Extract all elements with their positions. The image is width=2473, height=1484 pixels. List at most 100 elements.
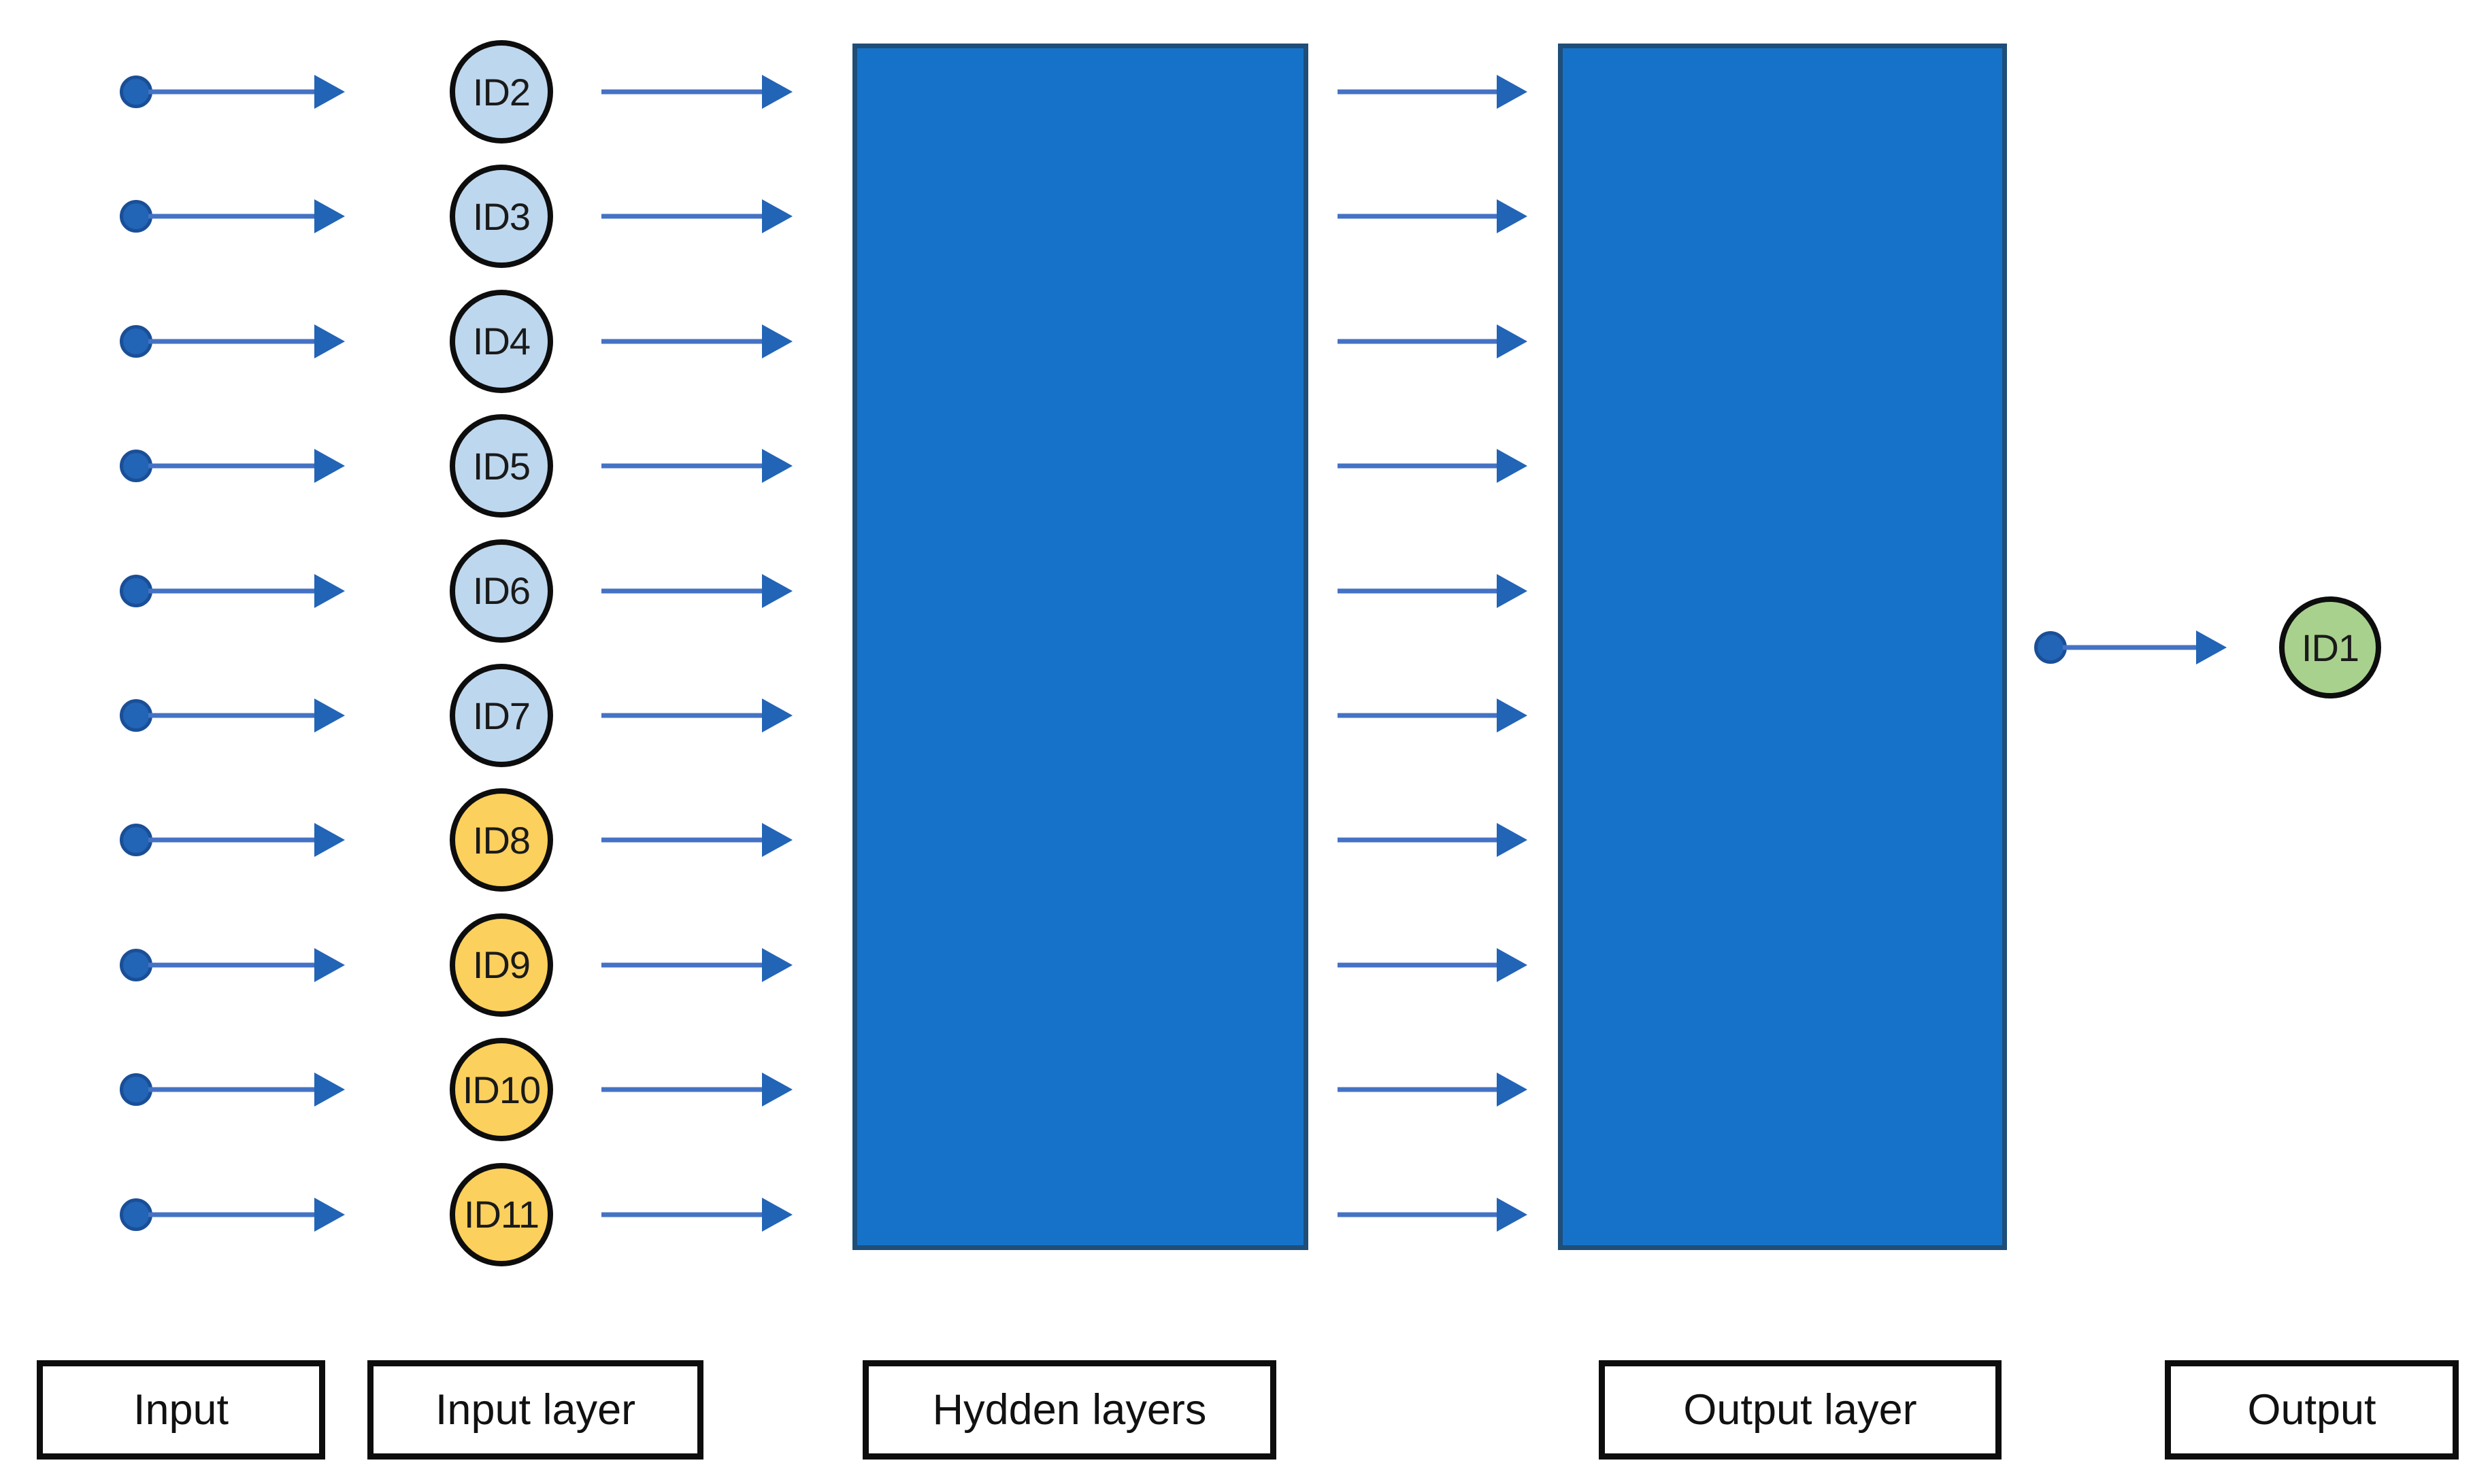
arrow-line-input [148, 214, 316, 219]
input-dot-icon [120, 324, 152, 358]
output-dot-icon [2034, 631, 2067, 664]
arrow-head-icon [1497, 199, 1527, 234]
arrow-head-icon [762, 1073, 793, 1107]
node-label: ID1 [2301, 626, 2359, 669]
arrow-head-icon [1497, 947, 1527, 982]
arrow-head-icon [314, 823, 345, 858]
node-label: ID4 [472, 320, 531, 363]
input-dot-icon [120, 948, 152, 981]
input-dot-icon [120, 824, 152, 857]
arrow-line-to-hidden [601, 962, 763, 968]
input-dot-icon [120, 200, 152, 233]
arrow-head-icon [314, 947, 345, 982]
input-dot-icon [120, 450, 152, 483]
arrow-head-icon [762, 947, 793, 982]
arrow-line-input [148, 837, 316, 843]
arrow-line-to-hidden [601, 713, 763, 718]
label-box-hidden-layers: Hydden layers [863, 1360, 1276, 1460]
node-label: ID7 [472, 694, 531, 737]
arrow-line-to-hidden [601, 837, 763, 843]
arrow-line-to-output [1338, 1087, 1498, 1092]
label-text: Output [2247, 1386, 2376, 1434]
arrow-line-to-hidden [601, 463, 763, 469]
label-text: Input [133, 1386, 229, 1434]
label-text: Hydden layers [932, 1386, 1207, 1434]
arrow-head-icon [762, 698, 793, 732]
input-node-id5: ID5 [450, 414, 553, 518]
label-text: Input layer [435, 1386, 636, 1434]
node-label: ID5 [472, 444, 531, 488]
arrow-head-icon [762, 199, 793, 234]
arrow-line-input [148, 463, 316, 469]
node-label: ID3 [472, 195, 531, 238]
label-box-output-layer: Output layer [1599, 1360, 2002, 1460]
node-label: ID9 [472, 943, 531, 987]
arrow-line-to-output [1338, 962, 1498, 968]
arrow-head-icon [1497, 698, 1527, 732]
arrow-line-to-output [1338, 89, 1498, 95]
arrow-head-icon [314, 1073, 345, 1107]
arrow-line-input [148, 962, 316, 968]
arrow-head-icon [1497, 75, 1527, 109]
node-label: ID8 [472, 818, 531, 862]
arrow-line-input [148, 339, 316, 344]
arrow-line-to-hidden [601, 214, 763, 219]
arrow-head-icon [314, 449, 345, 484]
arrow-head-icon [762, 1197, 793, 1232]
label-box-input-layer: Input layer [367, 1360, 703, 1460]
input-node-id9: ID9 [450, 913, 553, 1017]
arrow-head-icon [1497, 324, 1527, 358]
arrow-head-icon [1497, 1197, 1527, 1232]
arrow-line-input [148, 1087, 316, 1092]
node-label: ID10 [462, 1068, 541, 1111]
input-dot-icon [120, 1073, 152, 1107]
arrow-line-to-hidden [601, 89, 763, 95]
arrow-head-icon [314, 199, 345, 234]
hidden-layers-rect [852, 44, 1308, 1250]
arrow-head-icon [762, 573, 793, 608]
arrow-head-icon [314, 324, 345, 358]
input-dot-icon [120, 699, 152, 732]
arrow-line-input [148, 1212, 316, 1217]
label-box-input: Input [37, 1360, 325, 1460]
input-node-id6: ID6 [450, 539, 553, 643]
arrow-head-icon [1497, 1073, 1527, 1107]
arrow-line-input [148, 713, 316, 718]
input-dot-icon [120, 75, 152, 108]
arrow-head-icon [1497, 573, 1527, 608]
arrow-head-icon [314, 698, 345, 732]
node-label: ID6 [472, 569, 531, 613]
arrow-line-to-hidden [601, 339, 763, 344]
input-node-id8: ID8 [450, 788, 553, 892]
arrow-head-icon [314, 1197, 345, 1232]
input-node-id7: ID7 [450, 664, 553, 767]
arrow-line-input [148, 89, 316, 95]
input-node-id10: ID10 [450, 1038, 553, 1142]
arrow-line-to-output [1338, 339, 1498, 344]
arrow-head-icon [314, 573, 345, 608]
arrow-head-icon [762, 324, 793, 358]
label-text: Output layer [1683, 1386, 1917, 1434]
arrow-line-output [2063, 645, 2197, 650]
arrow-line-to-output [1338, 463, 1498, 469]
arrow-line-to-hidden [601, 588, 763, 594]
output-layer-rect [1558, 44, 2007, 1250]
arrow-line-to-hidden [601, 1212, 763, 1217]
input-node-id3: ID3 [450, 165, 553, 269]
arrow-line-to-output [1338, 1212, 1498, 1217]
node-label: ID2 [472, 70, 531, 114]
arrow-line-to-output [1338, 713, 1498, 718]
arrow-head-icon [762, 823, 793, 858]
output-node-id1: ID1 [2279, 596, 2381, 698]
input-dot-icon [120, 1198, 152, 1231]
label-box-output: Output [2165, 1360, 2459, 1460]
arrow-line-to-output [1338, 588, 1498, 594]
input-node-id4: ID4 [450, 289, 553, 393]
arrow-head-icon [1497, 449, 1527, 484]
input-node-id2: ID2 [450, 40, 553, 144]
input-dot-icon [120, 574, 152, 607]
arrow-line-to-output [1338, 837, 1498, 843]
arrow-head-icon [2196, 630, 2227, 664]
arrow-line-input [148, 588, 316, 594]
